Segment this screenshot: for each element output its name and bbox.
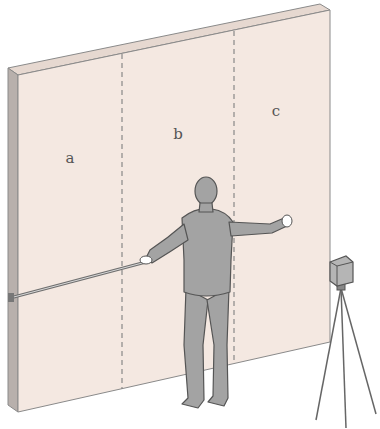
wall-side xyxy=(8,68,18,412)
measuring-rod-highlight xyxy=(10,262,146,298)
section-divider xyxy=(121,54,122,389)
section-label: b xyxy=(173,127,183,142)
measuring-rod xyxy=(10,262,146,298)
rod-end xyxy=(8,293,14,302)
section-divider xyxy=(233,31,234,364)
hand xyxy=(140,256,152,264)
section-label: c xyxy=(272,104,280,119)
camera-tripod xyxy=(316,256,376,428)
person xyxy=(146,177,287,408)
wall-face xyxy=(18,10,330,412)
hand xyxy=(282,215,292,227)
section-label: a xyxy=(66,151,75,166)
